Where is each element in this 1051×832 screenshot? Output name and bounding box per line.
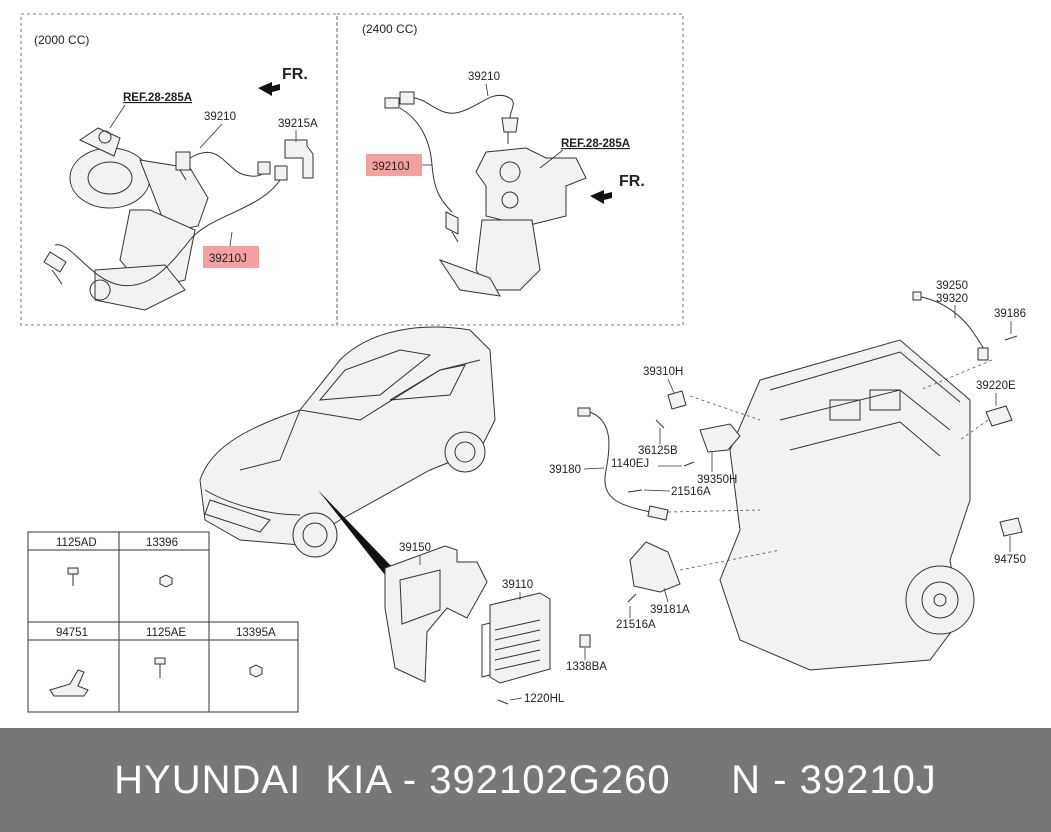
section-frame-2000cc <box>20 13 338 326</box>
section-label-2000cc: (2000 CC) <box>34 33 89 47</box>
callout-21516A-lower: 21516A <box>616 619 656 631</box>
n-label: N <box>731 757 762 802</box>
clip-icon-94751 <box>49 669 89 697</box>
knock-sensor-39250 <box>912 291 989 361</box>
separator: - <box>390 757 430 802</box>
arrow-icon-front-left <box>258 82 280 96</box>
callout-39220E: 39220E <box>976 380 1016 392</box>
callout-39210-left: 39210 <box>204 111 236 123</box>
callout-1338BA: 1338BA <box>566 661 607 673</box>
callout-1140EJ: 1140EJ <box>611 458 649 470</box>
arrow-icon-front-right <box>590 190 612 204</box>
callout-39250: 39250 <box>936 280 968 292</box>
exhaust-manifold-2400cc <box>438 147 587 297</box>
table-header-13395A: 13395A <box>236 627 276 639</box>
table-header-94751: 94751 <box>56 627 88 639</box>
oxygen-sensor-39210-left <box>175 151 271 181</box>
sensor-bracket-39215A <box>284 139 314 179</box>
callout-39186: 39186 <box>994 308 1026 320</box>
cover-39181A <box>629 541 681 593</box>
table-header-1125AE: 1125AE <box>146 627 186 639</box>
callout-39310H: 39310H <box>643 366 683 378</box>
oxygen-sensor-39210-right <box>384 91 519 144</box>
callout-1220HL: 1220HL <box>524 693 565 705</box>
callout-39110: 39110 <box>502 579 533 591</box>
callout-39210J-right: 39210J <box>372 161 410 173</box>
callout-39210J-left: 39210J <box>209 253 247 265</box>
oxygen-sensor-39210J-left <box>43 165 288 287</box>
section-frame-2400cc <box>336 13 684 326</box>
pointer-wedge <box>318 490 395 575</box>
bolt-39186 <box>1004 335 1018 341</box>
nut-icon-13395A <box>249 664 263 678</box>
nut-icon-13396 <box>159 574 173 588</box>
hardware-table <box>27 531 299 713</box>
table-header-1125AD: 1125AD <box>56 537 97 549</box>
bolt-icon-1125AD <box>67 567 79 586</box>
bracket-39350H <box>699 423 741 453</box>
reference-label-left: REF.28-285A <box>123 92 192 104</box>
brand-label: HYUNDAI KIA <box>114 757 391 802</box>
callout-94750: 94750 <box>994 554 1026 566</box>
callout-39180: 39180 <box>549 464 581 476</box>
bolt-1220HL <box>497 699 509 705</box>
callout-39350H: 39350H <box>697 474 737 486</box>
reference-label-right: REF.28-285A <box>561 138 630 150</box>
sensor-94750 <box>999 517 1023 537</box>
direction-label-left: FR. <box>282 66 308 83</box>
turbo-exhaust-assembly-2000cc <box>69 127 209 311</box>
callout-number: 39210J <box>799 757 937 802</box>
parts-diagram: (2000 CC) (2400 CC) 39210 39215A 39210J … <box>20 13 1026 713</box>
separator: - <box>761 757 800 802</box>
callout-39150: 39150 <box>399 542 431 554</box>
table-header-13396: 13396 <box>146 537 178 549</box>
callout-36125B: 36125B <box>638 445 678 457</box>
section-label-2400cc: (2400 CC) <box>362 22 417 36</box>
camshaft-sensor-39310H <box>667 390 687 410</box>
callout-39320: 39320 <box>936 293 968 305</box>
footer-gap <box>671 758 732 802</box>
nut-1338BA <box>579 634 591 648</box>
part-number: 392102G260 <box>429 757 671 802</box>
ecu-bracket-39150 <box>384 545 488 683</box>
bolt-21516A-upper <box>627 489 643 493</box>
footer-bar: HYUNDAI KIA - 392102G260 N - 39210J <box>0 728 1051 832</box>
crankshaft-sensor-39180 <box>577 407 669 521</box>
ecu-module-39110 <box>481 592 551 684</box>
footer-text: HYUNDAI KIA - 392102G260 N - 39210J <box>114 758 937 803</box>
bolt-36125B <box>655 419 665 429</box>
sensor-39220E <box>985 405 1013 427</box>
direction-label-right: FR. <box>619 173 645 190</box>
callout-39181A: 39181A <box>650 604 690 616</box>
bolt-21516A-lower <box>627 593 637 603</box>
engine-block <box>719 339 975 671</box>
callout-21516A-upper: 21516A <box>671 486 711 498</box>
highlight-39210J-left <box>203 246 259 268</box>
highlight-39210J-right <box>366 154 422 176</box>
bolt-icon-1125AE <box>154 657 166 678</box>
vehicle-illustration <box>199 326 496 558</box>
bolt-1140EJ <box>683 461 695 467</box>
callout-39210-right: 39210 <box>468 71 500 83</box>
callout-39215A: 39215A <box>278 118 318 130</box>
